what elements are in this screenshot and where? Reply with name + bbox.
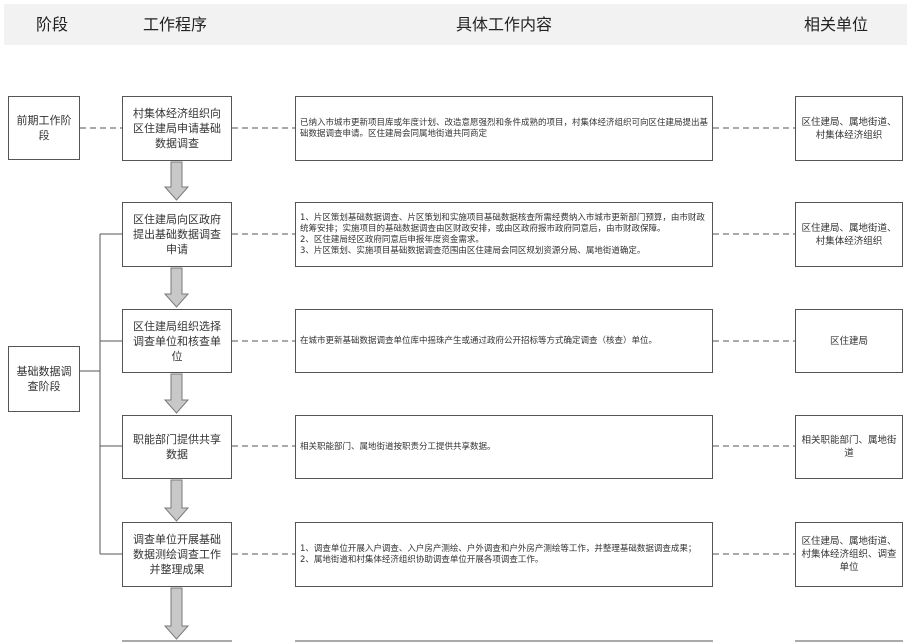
unit-box-5: 区住建局、属地街道、村集体经济组织、调查单位	[795, 522, 903, 587]
stage-box-preliminary: 前期工作阶段	[8, 96, 80, 160]
content-box-1: 已纳入市城市更新项目库或年度计划、改造意愿强烈和条件成熟的项目，村集体经济组织可…	[295, 96, 713, 161]
content-box-3: 在城市更新基础数据调查单位库中摇珠产生或通过政府公开招标等方式确定调查（核查）单…	[295, 309, 713, 373]
procedure-box-3: 区住建局组织选择调查单位和核查单位	[122, 309, 232, 373]
arrow-down-1	[163, 161, 190, 201]
table-header: 阶段 工作程序 具体工作内容 相关单位	[4, 4, 907, 45]
unit-box-3: 区住建局	[795, 309, 903, 373]
unit-box-1: 区住建局、属地街道、村集体经济组织	[795, 96, 903, 161]
header-unit: 相关单位	[803, 15, 868, 34]
procedure-box-4: 职能部门提供共享数据	[122, 415, 232, 479]
procedure-box-5: 调查单位开展基础数据测绘调查工作并整理成果	[122, 522, 232, 587]
procedure-box-1: 村集体经济组织向区住建局申请基础数据调查	[122, 96, 232, 161]
arrow-down-5	[163, 587, 190, 640]
stage-box-data-survey: 基础数据调查阶段	[8, 346, 80, 412]
unit-box-4: 相关职能部门、属地街道	[795, 415, 903, 479]
arrow-down-3	[163, 373, 190, 414]
arrow-down-2	[163, 267, 190, 308]
header-stage: 阶段	[35, 15, 68, 34]
procedure-box-2: 区住建局向区政府提出基础数据调查申请	[122, 202, 232, 267]
unit-box-2: 区住建局、属地街道、村集体经济组织	[795, 202, 903, 267]
header-content: 具体工作内容	[455, 15, 552, 34]
header-procedure: 工作程序	[142, 15, 207, 34]
content-box-5: 1、调查单位开展入户调查、入户房产测绘、户外调查和户外房产测绘等工作，并整理基础…	[295, 522, 713, 587]
content-box-4: 相关职能部门、属地街道按职责分工提供共享数据。	[295, 415, 713, 479]
content-box-2: 1、片区策划基础数据调查、片区策划和实施项目基础数据核查所需经费纳入市城市更新部…	[295, 202, 713, 267]
arrow-down-4	[163, 479, 190, 522]
